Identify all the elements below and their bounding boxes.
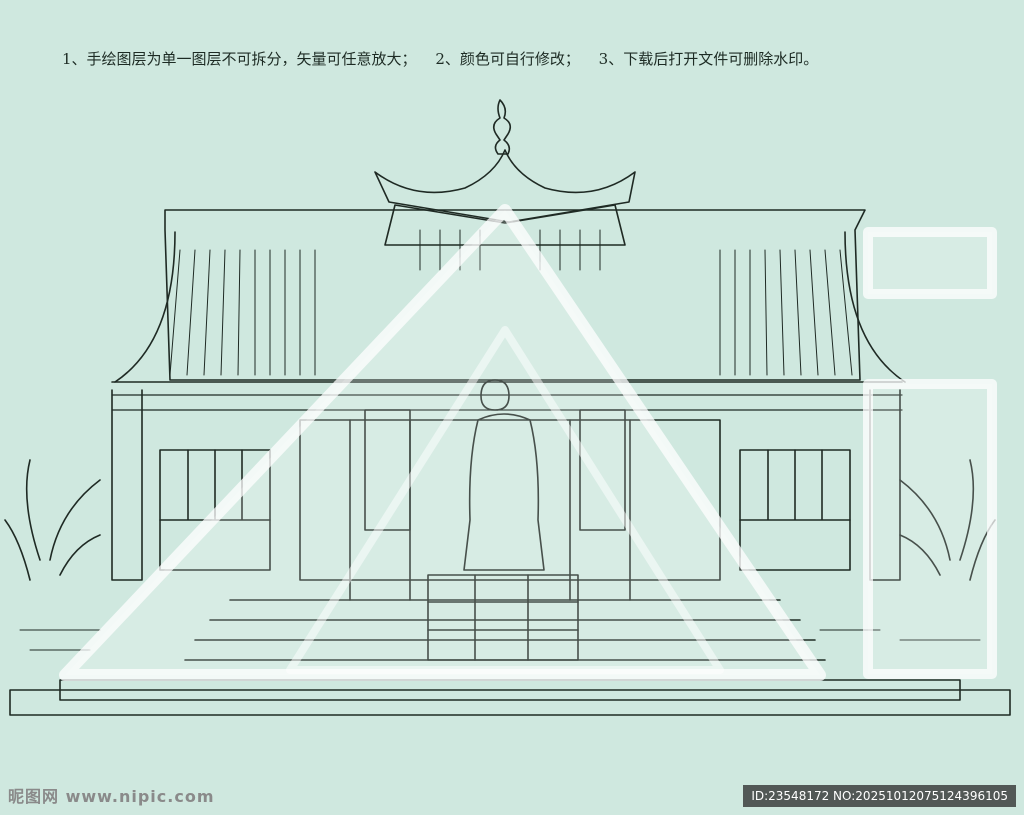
instruction-item-3: 3、下载后打开文件可删除水印。 bbox=[598, 50, 819, 68]
instruction-text: 1、手绘图层为单一图层不可拆分，矢量可任意放大； 2、颜色可自行修改； 3、下载… bbox=[62, 48, 1002, 69]
right-plants bbox=[899, 459, 996, 581]
instruction-item-2: 2、颜色可自行修改； bbox=[435, 50, 580, 68]
front-steps bbox=[184, 599, 826, 661]
statue bbox=[463, 379, 545, 571]
instruction-item-1: 1、手绘图层为单一图层不可拆分，矢量可任意放大； bbox=[62, 50, 417, 68]
roof-finial bbox=[492, 99, 512, 155]
left-wall bbox=[111, 389, 143, 581]
left-plants bbox=[4, 459, 101, 581]
courtyard-base bbox=[9, 679, 1011, 716]
upper-roof bbox=[374, 149, 636, 223]
roof-tiles bbox=[169, 229, 853, 376]
watermark-bar: 昵图网 www.nipic.com ID:23548172 NO:2025101… bbox=[0, 785, 1024, 815]
image-id-badge: ID:23548172 NO:20251012075124396105 bbox=[743, 785, 1016, 807]
center-doors bbox=[299, 419, 721, 581]
main-roof bbox=[164, 209, 866, 381]
watermark-shapes bbox=[59, 204, 997, 681]
site-logo: 昵图网 www.nipic.com bbox=[8, 787, 215, 806]
